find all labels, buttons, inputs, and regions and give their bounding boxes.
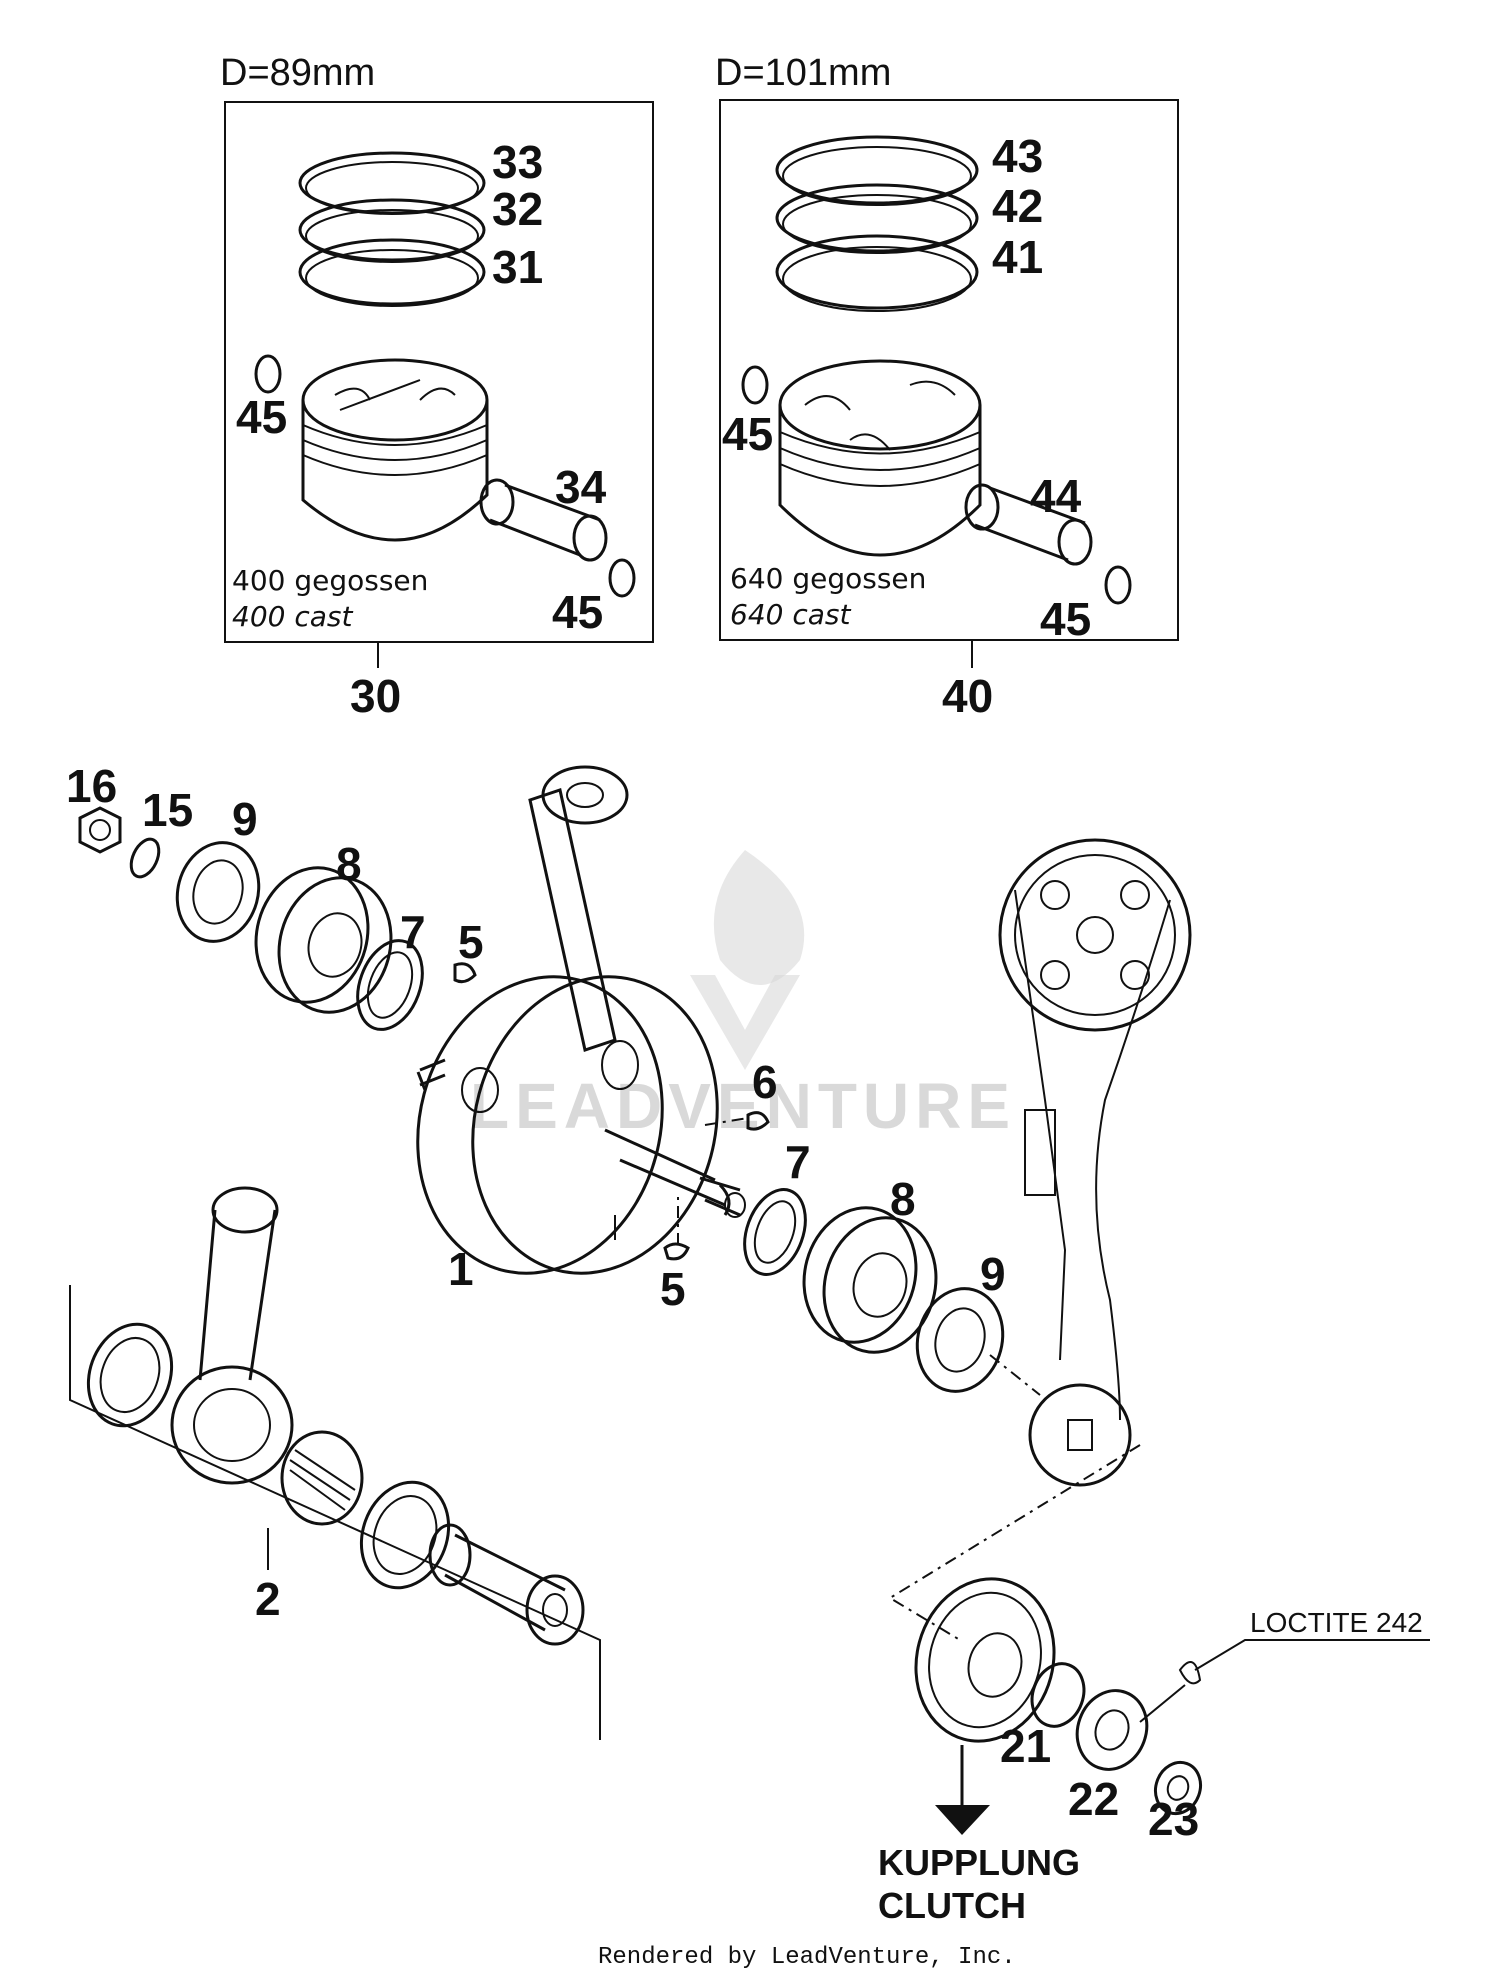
timing-chain — [888, 838, 1192, 1641]
callout-9: 9 — [980, 1248, 1006, 1300]
key-5 — [453, 962, 477, 984]
nut-16 — [78, 806, 122, 854]
callout-44: 44 — [1030, 470, 1082, 522]
key-5 — [663, 1242, 690, 1261]
circlip-icon — [741, 365, 769, 405]
callout-6: 6 — [752, 1056, 778, 1108]
callout-45: 45 — [722, 408, 773, 460]
arrow-down-icon — [935, 1805, 990, 1835]
callout-31: 31 — [492, 241, 543, 293]
conrod-kit-2: 2 — [69, 1186, 601, 1740]
callout-21: 21 — [1000, 1720, 1051, 1772]
shim-7 — [743, 1188, 807, 1276]
callout-15: 15 — [142, 784, 193, 836]
seal-9 — [915, 1287, 1005, 1393]
kit-box-400 — [224, 101, 654, 643]
lock-washer-21 — [1030, 1662, 1086, 1728]
callout-5: 5 — [660, 1263, 686, 1315]
washer-15 — [129, 837, 161, 879]
piston-400 — [301, 358, 489, 542]
clutch-label-en: CLUTCH — [878, 1885, 1026, 1926]
seal-9 — [175, 841, 261, 943]
callout-16: 16 — [66, 760, 117, 812]
shim — [359, 1480, 451, 1590]
bearing-8 — [254, 866, 393, 1014]
primary-gear — [914, 1577, 1056, 1743]
watermark-text: LEADVENTURE — [470, 1070, 1016, 1142]
callout-42: 42 — [992, 180, 1043, 232]
right-shaft-parts: 6 7 8 9 5 — [660, 1056, 1006, 1393]
kit-box-640 — [719, 99, 1179, 641]
callout-5: 5 — [458, 916, 484, 968]
callout-43: 43 — [992, 130, 1043, 182]
circlip-icon — [608, 558, 636, 598]
piston-640 — [778, 359, 982, 557]
note-640-en: 640 cast — [730, 598, 851, 631]
callout-7: 7 — [785, 1136, 811, 1188]
key-6 — [746, 1111, 770, 1131]
bore-label-400: D=89mm — [220, 52, 375, 94]
piston-pin-400 — [479, 478, 608, 562]
callout-41: 41 — [992, 231, 1043, 283]
callout-34: 34 — [555, 461, 607, 513]
bearing-8 — [802, 1206, 938, 1354]
crankshaft-1: 1 — [416, 765, 746, 1295]
callout-22: 22 — [1068, 1773, 1119, 1825]
left-shaft-parts: 16 15 9 8 7 5 — [66, 760, 484, 1031]
note-400-de: 400 gegossen — [232, 564, 428, 597]
piston-rings-400 — [298, 151, 486, 307]
callout-33: 33 — [492, 136, 543, 188]
shim — [86, 1322, 174, 1428]
loctite-label: LOCTITE 242 — [1250, 1607, 1423, 1638]
bore-label-640: D=101mm — [715, 52, 891, 94]
callout-7: 7 — [400, 906, 426, 958]
callout-9: 9 — [232, 793, 258, 845]
primary-gear-assembly: LOCTITE 242 21 22 23 KUPPLUNG CLUTCH — [878, 1577, 1430, 1926]
watermark-logo: LEADVENTURE — [470, 850, 1016, 1142]
nut-23 — [1153, 1760, 1203, 1816]
note-400-en: 400 cast — [232, 600, 353, 633]
callout-2: 2 — [255, 1573, 281, 1625]
callout-45: 45 — [1040, 593, 1091, 645]
callout-45: 45 — [236, 391, 287, 443]
callout-1: 1 — [448, 1243, 474, 1295]
crank-sprocket — [1028, 1383, 1132, 1487]
crank-pin — [428, 1523, 585, 1646]
callout-8: 8 — [890, 1173, 916, 1225]
piston-pin-640 — [964, 483, 1093, 566]
callout-32: 32 — [492, 183, 543, 235]
footer-credit: Rendered by LeadVenture, Inc. — [598, 1944, 1016, 1971]
connecting-rod — [170, 1186, 294, 1485]
piston-kit-640: D=101mm 43 42 41 45 44 640 gegossen — [715, 52, 1179, 722]
nut-22 — [1075, 1689, 1149, 1771]
callout-8: 8 — [336, 838, 362, 890]
callout-45: 45 — [552, 586, 603, 638]
cam-sprocket — [998, 838, 1192, 1032]
loctite-drop-icon — [1178, 1661, 1202, 1685]
needle-bearing — [280, 1430, 364, 1526]
clutch-label-de: KUPPLUNG — [878, 1842, 1080, 1883]
circlip-icon — [1104, 565, 1132, 605]
callout-40: 40 — [942, 670, 993, 722]
piston-kit-400: D=89mm 33 32 31 45 34 400 gego — [220, 52, 654, 722]
callout-30: 30 — [350, 670, 401, 722]
callout-23: 23 — [1148, 1793, 1199, 1845]
piston-rings-640 — [775, 135, 979, 312]
note-640-de: 640 gegossen — [730, 562, 926, 595]
circlip-icon — [254, 354, 282, 394]
shim-7 — [356, 939, 424, 1031]
